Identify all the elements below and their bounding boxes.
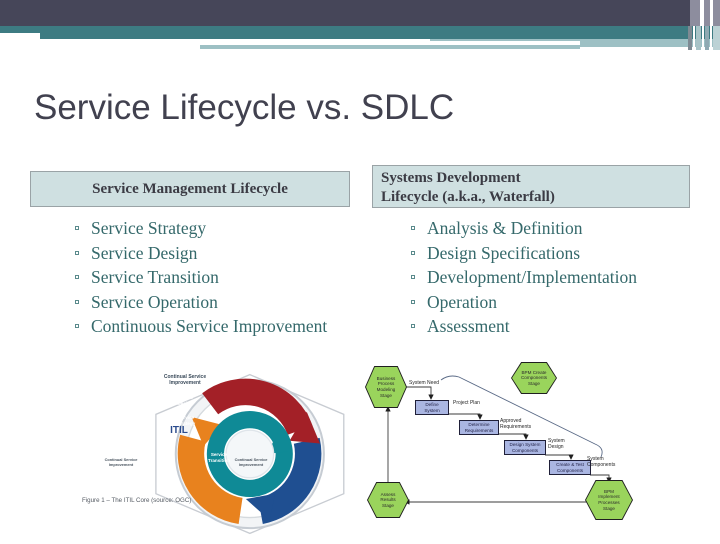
header-navy-right-gap2 bbox=[710, 0, 713, 26]
header-white-rule bbox=[38, 41, 580, 45]
list-item: Continuous Service Improvement bbox=[72, 314, 342, 339]
header-teal-band bbox=[0, 26, 720, 39]
edge-label-system-components: System Components bbox=[587, 456, 616, 468]
header-navy-right-gap1 bbox=[700, 0, 704, 26]
flow-node-bpm-create[interactable]: BPM Create Components Stage bbox=[512, 363, 556, 393]
list-item: Service Design bbox=[72, 241, 342, 266]
flow-node-define-system[interactable]: Define System bbox=[415, 400, 449, 415]
list-item: Development/Implementation bbox=[408, 265, 708, 290]
list-item: Design Specifications bbox=[408, 241, 708, 266]
edge-label-approved-requirements: Approved Requirements bbox=[500, 418, 532, 430]
itil-segment-service-strategy: Service Strategy bbox=[176, 415, 196, 426]
sdlc-bpm-flowchart: Business Process Modeling Stage BPM Crea… bbox=[363, 362, 708, 534]
list-item: Service Transition bbox=[72, 265, 342, 290]
header-navy-band bbox=[0, 0, 720, 26]
flow-node-create-test-components[interactable]: Create & Test Components bbox=[549, 460, 591, 475]
header-navy-right-block bbox=[690, 0, 720, 26]
header-lightband-lower bbox=[200, 45, 580, 49]
list-item: Assessment bbox=[408, 314, 708, 339]
edge-label-system-design: System Design bbox=[548, 438, 565, 450]
itil-corner-label-left: Continual Service Improvement bbox=[104, 457, 138, 467]
list-item: Analysis & Definition bbox=[408, 216, 708, 241]
slide-header-decoration bbox=[0, 0, 720, 60]
flow-node-bpm-implement[interactable]: BPM Implement Processes Stage bbox=[586, 481, 632, 519]
flow-node-assess-results[interactable]: Assess Results Stage bbox=[368, 483, 408, 517]
itil-wheel-graphic bbox=[155, 373, 345, 535]
header-right-stripes bbox=[688, 26, 720, 50]
itil-corner-label-right: Continual Service Improvement bbox=[234, 457, 268, 467]
flow-node-determine-requirements[interactable]: Determine Requirements bbox=[459, 420, 499, 435]
header-teal-notch bbox=[0, 33, 40, 39]
itil-core-figure: Continual Service Improvement Service De… bbox=[78, 372, 345, 535]
left-column-heading-box: Service Management Lifecycle bbox=[30, 171, 350, 207]
right-column-bullet-list: Analysis & Definition Design Specificati… bbox=[408, 216, 708, 339]
right-column-heading-box: Systems Development Lifecycle (a.k.a., W… bbox=[372, 165, 690, 208]
itil-segment-service-design: Service Design bbox=[176, 395, 194, 406]
page-title: Service Lifecycle vs. SDLC bbox=[34, 88, 455, 127]
list-item: Service Operation bbox=[72, 290, 342, 315]
itil-core-label: ITIL bbox=[170, 425, 188, 436]
list-item: Service Strategy bbox=[72, 216, 342, 241]
header-white-base bbox=[0, 49, 720, 60]
itil-outer-label: Continual Service Improvement bbox=[163, 374, 207, 386]
flow-node-design-system-components[interactable]: Design System Components bbox=[504, 440, 546, 455]
itil-figure-caption: Figure 1 – The ITIL Core (source: OGC) bbox=[82, 497, 192, 504]
flow-node-bpm-modeling[interactable]: Business Process Modeling Stage bbox=[366, 367, 406, 407]
header-band4-left-gap bbox=[0, 45, 200, 49]
list-item: Operation bbox=[408, 290, 708, 315]
itil-segment-service-transition: Service Transition bbox=[208, 452, 230, 463]
edge-label-project-plan: Project Plan bbox=[453, 400, 480, 406]
left-column-bullet-list: Service Strategy Service Design Service … bbox=[72, 216, 342, 339]
flowchart-connectors bbox=[385, 375, 612, 505]
edge-label-system-need: System Need bbox=[409, 380, 440, 386]
